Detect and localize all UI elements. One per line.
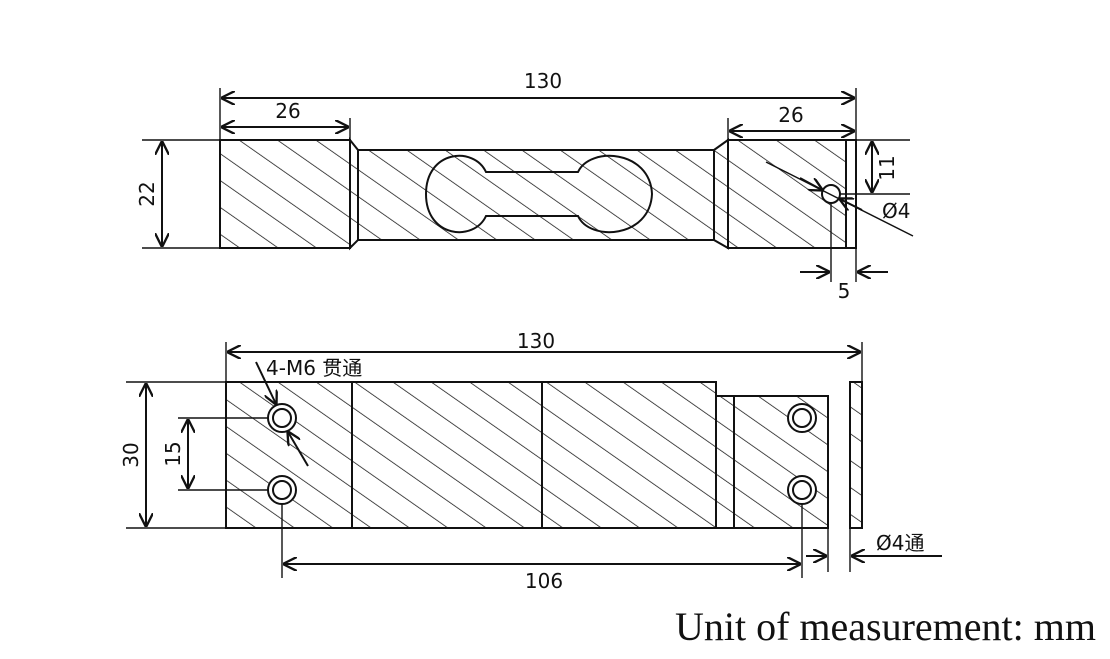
threaded-hole-icon xyxy=(267,475,297,505)
side-through-hole-label: Ø4通 xyxy=(876,531,924,555)
thread-note-label: 4-M6 贯通 xyxy=(266,356,362,380)
side-middle-right xyxy=(541,381,717,529)
top-hole-diameter-label: Ø4 xyxy=(882,199,910,223)
side-end-plate xyxy=(849,381,863,529)
unit-note: Unit of measurement: mm xyxy=(675,604,1096,649)
side-hole-spacing-vertical-label: 15 xyxy=(161,441,185,466)
side-height-label: 30 xyxy=(119,442,143,467)
threaded-hole-icon xyxy=(787,403,817,433)
binocular-hole xyxy=(424,154,654,234)
top-left-block-label: 26 xyxy=(275,99,300,123)
top-view: 130 26 26 22 11 Ø4 5 xyxy=(135,69,914,303)
side-overall-length-label: 130 xyxy=(517,329,555,353)
top-right-taper xyxy=(713,138,729,250)
top-hole-offset-label: 11 xyxy=(875,155,899,180)
top-height-label: 22 xyxy=(135,181,159,206)
threaded-hole-icon xyxy=(787,475,817,505)
threaded-hole-icon xyxy=(267,403,297,433)
top-overall-length-label: 130 xyxy=(524,69,562,93)
top-right-block-label: 26 xyxy=(778,103,803,127)
side-view: 130 4-M6 贯通 30 15 106 Ø4通 xyxy=(119,329,942,593)
top-left-block xyxy=(219,139,351,249)
top-middle-beam xyxy=(357,149,715,241)
side-hole-spacing-horizontal-label: 106 xyxy=(525,569,563,593)
side-middle-left xyxy=(351,381,543,529)
side-left-block xyxy=(225,381,353,529)
side-step xyxy=(715,395,735,529)
top-left-taper xyxy=(349,137,359,251)
top-hole-edge-label: 5 xyxy=(838,279,851,303)
